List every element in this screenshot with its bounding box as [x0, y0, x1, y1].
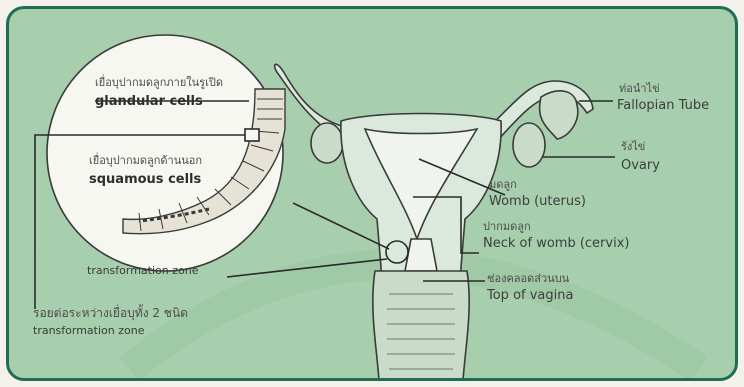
diagram-frame: เยื่อบุปากมดลูกภายในรูเปิด glandular cel…: [6, 6, 738, 381]
left-ovary: [311, 123, 343, 163]
fallopian-thai-label: ท่อนำไข่: [619, 83, 660, 95]
fallopian-english-label: Fallopian Tube: [617, 99, 709, 113]
ovary-thai-label: รังไข่: [621, 141, 645, 153]
cervical-canal: [405, 239, 437, 271]
womb-english-label: Womb (uterus): [489, 195, 586, 209]
vagina: [373, 271, 469, 381]
tz-english-label: transformation zone: [87, 265, 198, 277]
cervix-thai-label: ปากมดลูก: [483, 221, 531, 233]
womb-thai-label: มดลูก: [489, 179, 517, 191]
glandular-thai-label: เยื่อบุปากมดลูกภายในรูเปิด: [95, 77, 223, 89]
squamous-english-label: squamous cells: [89, 173, 201, 187]
cervix-english-label: Neck of womb (cervix): [483, 237, 629, 251]
zoom-inset: [47, 35, 285, 271]
vagina-thai-label: ช่องคลอดส่วนบน: [487, 273, 569, 285]
squamous-thai-label: เยื่อบุปากมดลูกด้านนอก: [89, 155, 202, 167]
junction-thai-label: รอยต่อระหว่างเยื่อบุทั้ง 2 ชนิด: [33, 307, 188, 320]
ovary-english-label: Ovary: [621, 159, 660, 173]
junction-english-label: transformation zone: [33, 325, 144, 337]
junction-square: [245, 129, 259, 141]
uterus-illustration: [275, 64, 593, 381]
right-ovary: [513, 123, 545, 167]
glandular-english-label: glandular cells: [95, 95, 203, 109]
right-fimbriae: [540, 91, 578, 139]
vagina-english-label: Top of vagina: [487, 289, 573, 303]
